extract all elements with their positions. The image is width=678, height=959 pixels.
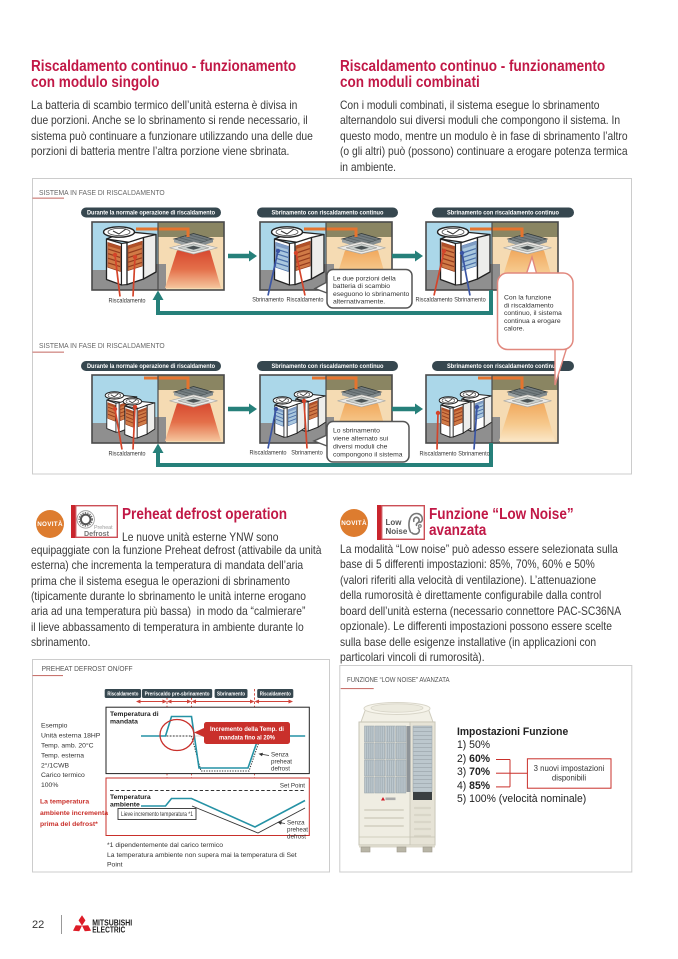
svg-text:PREHEAT DEFROST ON/OFF: PREHEAT DEFROST ON/OFF [42,664,133,673]
svg-text:continuo, il sistema: continuo, il sistema [504,310,562,317]
svg-text:Riscaldamento: Riscaldamento [420,451,457,458]
svg-text:2°/1CWB: 2°/1CWB [41,761,69,769]
svg-text:MITSUBISHI: MITSUBISHI [92,918,132,927]
svg-text:di riscaldamento: di riscaldamento [504,302,554,309]
svg-text:Senza: Senza [271,752,289,759]
svg-text:preheat: preheat [287,827,308,834]
svg-text:Durante la normale operazione: Durante la normale operazione di riscald… [87,363,215,370]
svg-text:eseguono lo sbrinamento: eseguono lo sbrinamento [333,291,410,298]
svg-text:Durante la normale operazione: Durante la normale operazione di riscald… [87,210,215,217]
svg-text:mandata: mandata [110,719,138,726]
svg-text:Riscaldamento: Riscaldamento [416,297,453,304]
svg-text:Sbrinamento con riscaldamento: Sbrinamento con riscaldamento continuo [272,210,384,217]
svg-text:defrost: defrost [287,834,306,841]
svg-text:Senza: Senza [287,820,305,827]
svg-text:Esempio: Esempio [41,723,68,730]
svg-text:Riscaldamento: Riscaldamento [250,450,287,457]
svg-text:FUNZIONE “LOW NOISE” AVANZATA: FUNZIONE “LOW NOISE” AVANZATA [347,675,450,684]
svg-text:Preriscaldo pre-sbrinamento: Preriscaldo pre-sbrinamento [145,691,210,697]
svg-text:Carico termico: Carico termico [41,772,85,779]
svg-text:Riscaldamento: Riscaldamento [109,451,146,458]
svg-text:viene alternato sui: viene alternato sui [333,436,389,443]
svg-text:disponibili: disponibili [552,774,587,783]
svg-text:preheat: preheat [271,759,292,766]
svg-text:Lieve incremento temperatura *: Lieve incremento temperatura *1 [121,812,194,818]
svg-text:ambiente: ambiente [110,802,140,809]
svg-text:Noise: Noise [386,527,408,536]
svg-text:SISTEMA IN FASE DI RISCALDAMEN: SISTEMA IN FASE DI RISCALDAMENTO [39,188,165,197]
svg-text:diversi moduli che: diversi moduli che [333,444,388,451]
svg-text:Sbrinamento: Sbrinamento [458,451,490,458]
svg-text:100%: 100% [41,782,58,789]
svg-text:alternativamente.: alternativamente. [333,299,385,306]
svg-text:Unità esterna 18HP: Unità esterna 18HP [41,733,101,740]
svg-text:Riscaldamento: Riscaldamento [107,691,138,697]
svg-text:Set Point: Set Point [280,783,305,790]
svg-text:compongono il sistema: compongono il sistema [333,452,403,459]
svg-text:batteria di scambio: batteria di scambio [333,283,390,290]
svg-text:Defrost: Defrost [84,529,110,538]
svg-text:SISTEMA IN FASE DI RISCALDAMEN: SISTEMA IN FASE DI RISCALDAMENTO [39,341,165,350]
svg-text:Riscaldamento: Riscaldamento [260,691,291,697]
svg-text:Sbrinamento con riscaldamento: Sbrinamento con riscaldamento continuo [272,363,384,370]
svg-text:Sbrinamento con riscaldamento: Sbrinamento con riscaldamento continuo [447,210,559,217]
svg-text:Temperatura: Temperatura [110,794,151,801]
svg-text:Riscaldamento: Riscaldamento [287,297,324,304]
svg-text:*1 dipendentemente dal carico: *1 dipendentemente dal carico termico [107,842,223,849]
svg-text:ELECTRIC: ELECTRIC [92,925,125,934]
svg-text:Temp. esterna: Temp. esterna [41,752,84,759]
svg-text:calore.: calore. [504,326,525,333]
svg-text:La temperatura: La temperatura [40,799,89,806]
svg-text:La temperatura ambiente non su: La temperatura ambiente non supera mai l… [107,852,297,859]
svg-text:Lo sbrinamento: Lo sbrinamento [333,428,380,435]
svg-text:Low: Low [386,518,403,527]
svg-text:continua a erogare: continua a erogare [504,318,561,325]
svg-text:Preheat: Preheat [94,525,113,531]
svg-text:Temperatura di: Temperatura di [110,711,159,718]
svg-text:mandata fino al 20%: mandata fino al 20% [219,735,275,742]
svg-text:Temp. amb. 20°C: Temp. amb. 20°C [41,742,94,750]
svg-text:Point: Point [107,862,123,869]
svg-text:Sbrinamento: Sbrinamento [454,297,486,304]
svg-text:Con la funzione: Con la funzione [504,295,551,302]
svg-text:defrost: defrost [271,766,290,773]
svg-text:Riscaldamento: Riscaldamento [109,298,146,305]
svg-text:Sbrinamento: Sbrinamento [217,691,245,697]
svg-text:3 nuovi impostazioni: 3 nuovi impostazioni [534,764,605,773]
svg-text:Sbrinamento: Sbrinamento [291,450,323,457]
svg-text:Le due porzioni della: Le due porzioni della [333,275,396,282]
svg-text:Incremento della Temp. di: Incremento della Temp. di [210,726,284,733]
svg-text:prima del defrost*: prima del defrost* [40,821,98,828]
svg-text:ambiente incrementa: ambiente incrementa [40,810,108,817]
svg-text:Sbrinamento con riscaldamento: Sbrinamento con riscaldamento continuo [447,363,559,370]
svg-text:Sbrinamento: Sbrinamento [252,297,284,304]
